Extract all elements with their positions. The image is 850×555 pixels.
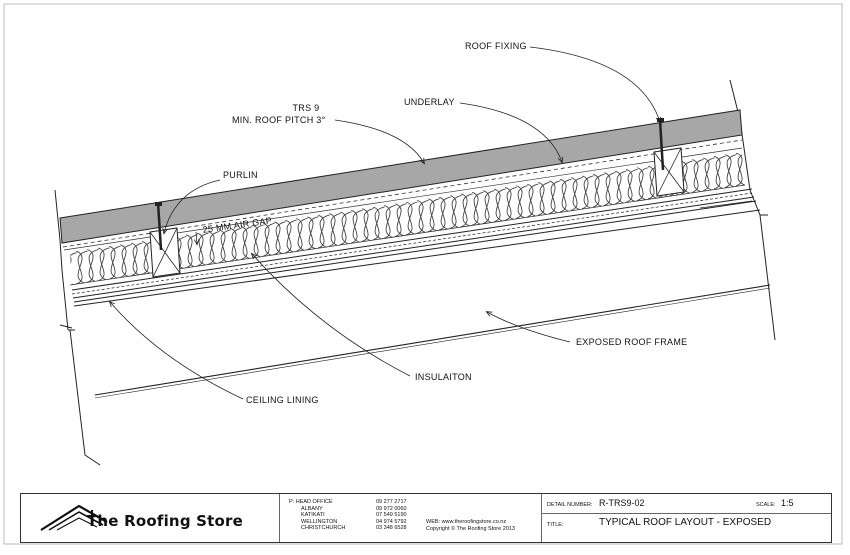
drawing-title: TYPICAL ROOF LAYOUT - EXPOSED (599, 517, 772, 528)
web-address: WEB: www.theroofingstore.co.nz (426, 519, 507, 525)
right-break-line (729, 79, 776, 341)
detail-number: R-TRS9-02 (599, 498, 645, 508)
air-gap-dimension (196, 231, 197, 244)
purlin-right (653, 147, 685, 197)
exposed-roof-frame (94, 284, 771, 396)
title-block: The Roofing Store P: HEAD OFFICE ALBANY … (20, 493, 832, 543)
office-katikati: KATIKATI (301, 512, 325, 518)
purlin-label: PURLIN (223, 170, 258, 180)
company-name: The Roofing Store (87, 512, 244, 530)
ceiling-lining (73, 200, 757, 303)
min-pitch-label: MIN. ROOF PITCH 3° (232, 115, 326, 125)
roof-fixing-left (155, 201, 163, 251)
scale-label: SCALE: (756, 502, 776, 508)
office-albany: ALBANY (301, 505, 323, 512)
trs9-label: TRS 9 (292, 103, 320, 113)
copyright: Copyright © The Roofing Store 2013 (426, 525, 515, 532)
phone-wellington: 04 974 5792 (376, 518, 407, 525)
title-label: TITLE: (547, 522, 564, 528)
phone-christchurch: 03 348 6528 (376, 525, 407, 531)
insulation-batts (70, 152, 745, 285)
exposed-roof-frame-label: EXPOSED ROOF FRAME (576, 337, 688, 347)
phone-katikati: 07 549 5190 (376, 512, 407, 518)
roof-fixing-label: ROOF FIXING (465, 41, 527, 51)
scale-value: 1:5 (781, 498, 794, 508)
ceiling-lining-label: CEILING LINING (246, 395, 319, 405)
phone-head: 09 277 2717 (376, 499, 407, 505)
office-christchurch: CHRISTCHURCH (301, 525, 346, 531)
detail-number-label: DETAIL NUMBER: (547, 502, 593, 508)
left-break-line (54, 189, 69, 331)
phone-albany: 09 972 0060 (376, 505, 407, 512)
insulation-label: INSULAITON (415, 372, 472, 382)
office-wellington: WELLINGTON (301, 518, 338, 525)
sheet-border (3, 3, 843, 545)
roof-logo-icon (40, 504, 108, 531)
leader-lines (110, 46, 660, 400)
purlin-left (149, 227, 181, 278)
roof-cladding (59, 109, 743, 244)
underlay-label: UNDERLAY (404, 97, 455, 107)
office-head: P: HEAD OFFICE (289, 499, 333, 505)
